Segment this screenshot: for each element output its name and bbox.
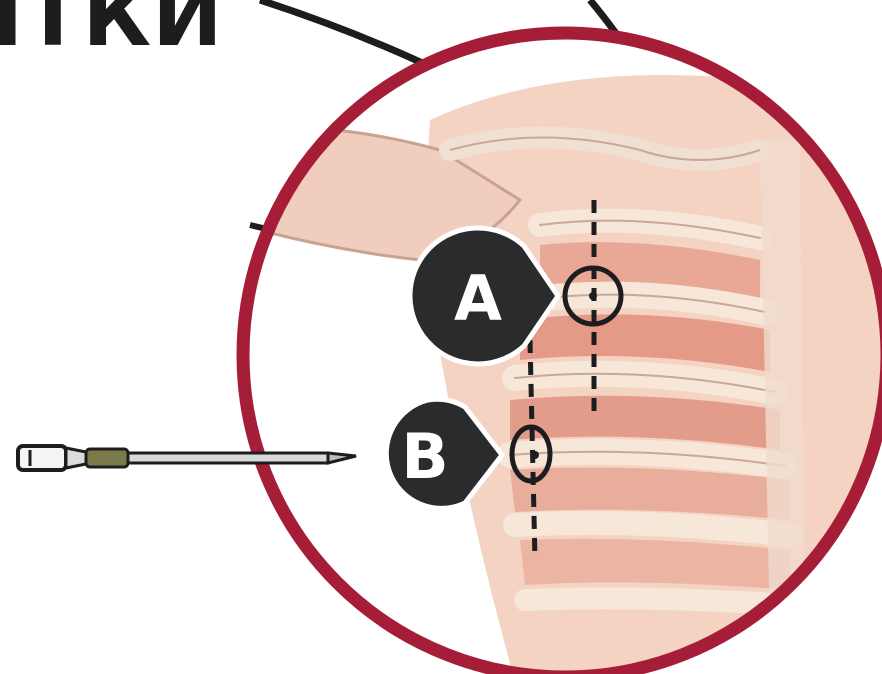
marker-b-label: B bbox=[401, 420, 448, 493]
marker-a-label: A bbox=[454, 262, 502, 335]
